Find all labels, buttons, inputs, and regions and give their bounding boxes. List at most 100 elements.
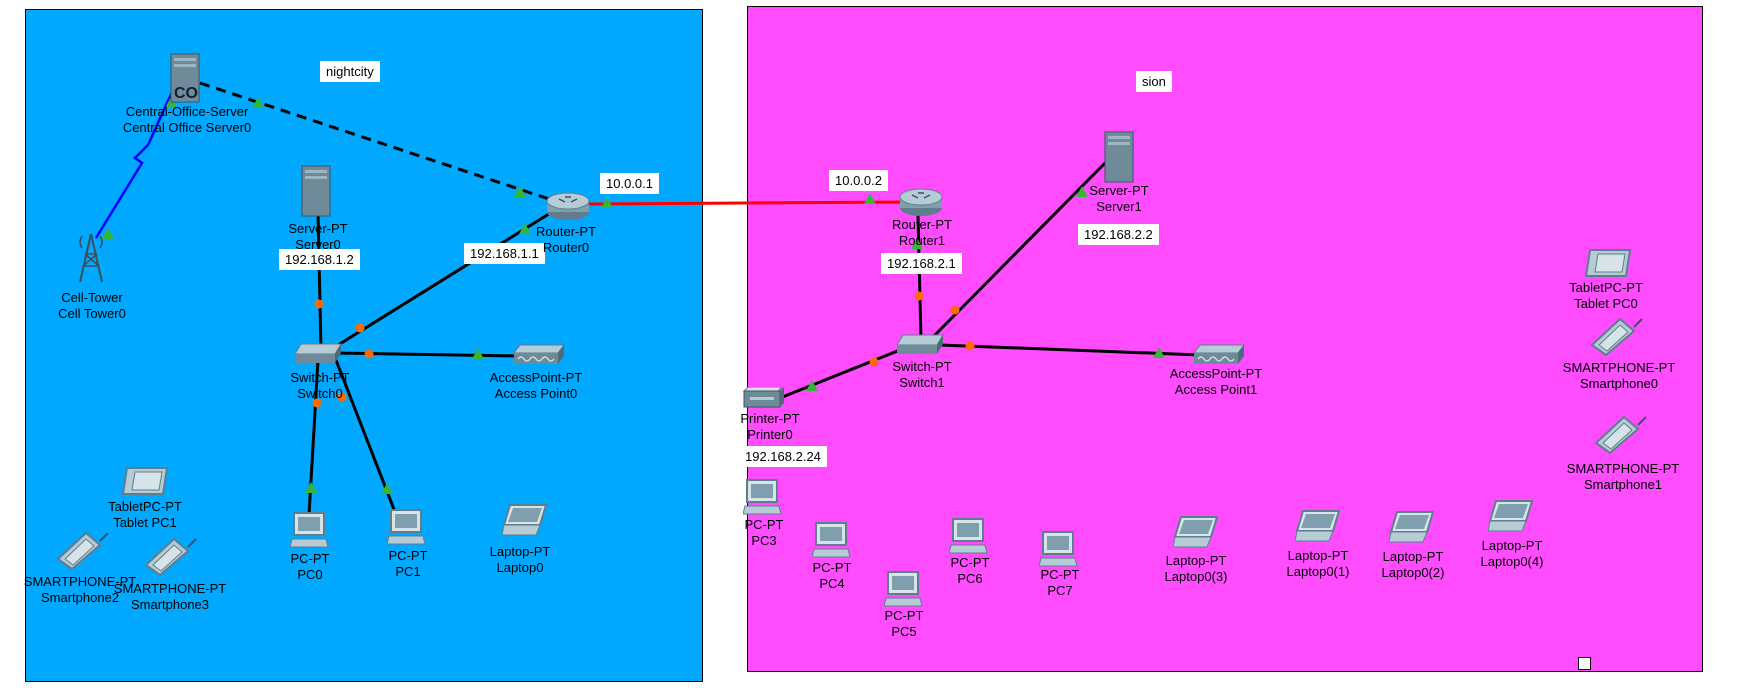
laptop0-2-label: Laptop-PT Laptop0(2) [1381,549,1445,580]
switch0-label: Switch-PT Switch0 [290,370,350,401]
pc5[interactable] [883,570,924,615]
area-label-sion: sion [1136,71,1172,92]
link-router0-switch0 [329,210,553,352]
server0[interactable] [301,165,333,224]
switch-icon [294,343,342,363]
pc0[interactable] [289,511,330,556]
link-down-marker [312,398,322,408]
laptop-icon [1294,510,1341,542]
tablet-pc0-label: TabletPC-PT Tablet PC0 [1569,280,1643,311]
router0-label: Router-PT Router0 [536,224,596,255]
smartphone1[interactable] [1594,413,1650,460]
laptop0-1-label: Laptop-PT Laptop0(1) [1286,548,1350,579]
link-up-marker [305,482,317,493]
co-server-label: Central-Office-Server Central Office Ser… [122,104,252,135]
address-tag-printer0: 192.168.2.24 [739,446,827,467]
desktop-pc-icon [948,518,988,554]
link-up-marker [514,186,526,197]
pc3-label: PC-PT PC3 [744,517,784,548]
server-icon [301,165,331,217]
router-icon [899,188,943,216]
pc4-label: PC-PT PC4 [812,560,852,591]
link-switch1-printer0 [779,346,906,400]
smartphone2[interactable] [56,529,112,576]
switch1[interactable] [896,333,945,362]
router0[interactable] [545,190,591,227]
link-server0-switch0 [316,211,323,351]
laptop0-4-label: Laptop-PT Laptop0(4) [1480,538,1544,569]
link-router0-router1 [586,200,911,206]
address-tag-router0-lan: 192.168.1.1 [464,243,545,264]
link-server1-switch1 [928,156,1112,342]
link-up-marker [381,483,393,494]
laptop0-4[interactable] [1487,499,1534,540]
smartphone-icon [56,531,109,571]
laptop-icon [501,504,548,536]
switch-icon [896,334,944,354]
access-point0[interactable] [513,343,566,372]
link-co-router0 [199,81,553,202]
smartphone3[interactable] [144,535,200,582]
access-point-icon [1193,344,1245,364]
area-label-nightcity: nightcity [320,61,380,82]
link-up-marker [102,228,114,239]
access-point1[interactable] [1193,343,1246,372]
link-router1-switch1 [916,214,923,341]
server1-label: Server-PT Server1 [1089,183,1149,214]
server0-label: Server-PT Server0 [288,221,348,252]
address-tag-server1: 192.168.2.2 [1078,224,1159,245]
laptop0[interactable] [501,503,548,544]
server1[interactable] [1104,131,1136,190]
smartphone0[interactable] [1590,315,1646,362]
link-up-marker [252,97,264,108]
desktop-pc-icon [1038,531,1078,567]
pc6[interactable] [948,517,989,562]
pc4[interactable] [811,521,852,566]
router1[interactable] [898,186,944,223]
central-office-server[interactable]: CO [170,53,204,110]
co-badge: CO [174,85,198,102]
link-status-markers [102,97,1165,494]
switch0[interactable] [294,342,343,371]
address-tag-server0: 192.168.1.2 [279,249,360,270]
link-up-marker [519,223,531,234]
desktop-pc-icon [289,512,329,548]
laptop-icon [1388,511,1435,543]
tablet-pc0[interactable] [1584,248,1632,285]
tower-server-icon: CO [170,53,200,103]
address-tag-wan-left: 10.0.0.1 [600,173,659,194]
smartphone2-label: SMARTPHONE-PT Smartphone2 [23,574,137,605]
smartphone-icon [144,537,197,577]
tablet-pc1-label: TabletPC-PT Tablet PC1 [108,499,182,530]
pc0-label: PC-PT PC0 [290,551,330,582]
smartphone-icon [1594,415,1647,455]
pc1[interactable] [386,508,427,553]
desktop-pc-icon [386,509,426,545]
resize-handle[interactable] [1578,657,1591,670]
link-up-marker [1076,186,1088,197]
smartphone1-label: SMARTPHONE-PT Smartphone1 [1566,461,1680,492]
pc3[interactable] [742,478,783,523]
pc6-label: PC-PT PC6 [950,555,990,586]
link-down-marker [337,392,347,402]
laptop0-3[interactable] [1172,515,1219,556]
tablet-pc1[interactable] [121,466,169,503]
tablet-icon [121,467,169,495]
pc7[interactable] [1038,530,1079,575]
link-down-marker [869,357,879,367]
link-up-marker [864,193,876,204]
router-icon [546,192,590,220]
laptop0-2[interactable] [1388,510,1435,551]
cell-tower[interactable] [74,228,108,289]
laptop0-1[interactable] [1294,509,1341,550]
printer0[interactable] [742,386,786,418]
printer0-label: Printer-PT Printer0 [740,411,800,442]
link-up-marker [472,348,484,359]
address-tag-router1-lan: 192.168.2.1 [881,253,962,274]
smartphone-icon [1590,317,1643,357]
desktop-pc-icon [883,571,923,607]
desktop-pc-icon [811,522,851,558]
nightcity-area [25,9,703,682]
link-up-marker [601,197,613,208]
